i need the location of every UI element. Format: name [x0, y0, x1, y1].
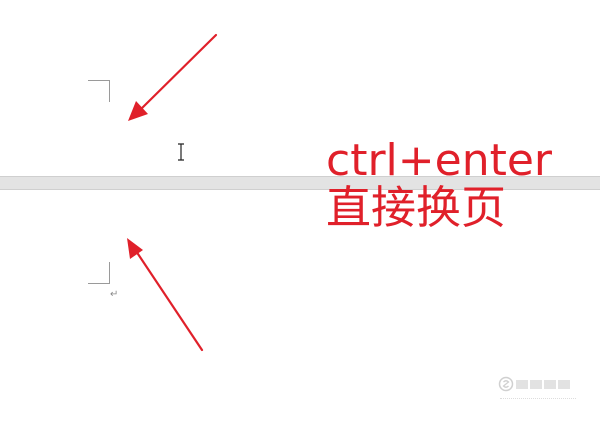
- annotation-caption: 直接换页: [326, 181, 507, 235]
- i-beam-cursor-icon: [178, 143, 184, 161]
- arrow-bottom-icon: [127, 238, 204, 352]
- page-break-gap: [0, 176, 600, 190]
- watermark-logo-icon: [498, 376, 570, 392]
- page-corner-mark-top: [88, 80, 110, 102]
- watermark-underline: [500, 398, 576, 405]
- annotation-text: ctrl+enter 直接换页: [326, 136, 552, 234]
- arrow-top-icon: [128, 33, 218, 121]
- annotation-shortcut: ctrl+enter: [326, 135, 552, 186]
- paragraph-mark-icon: ↵: [110, 289, 119, 300]
- page-corner-mark-bottom: [88, 262, 110, 284]
